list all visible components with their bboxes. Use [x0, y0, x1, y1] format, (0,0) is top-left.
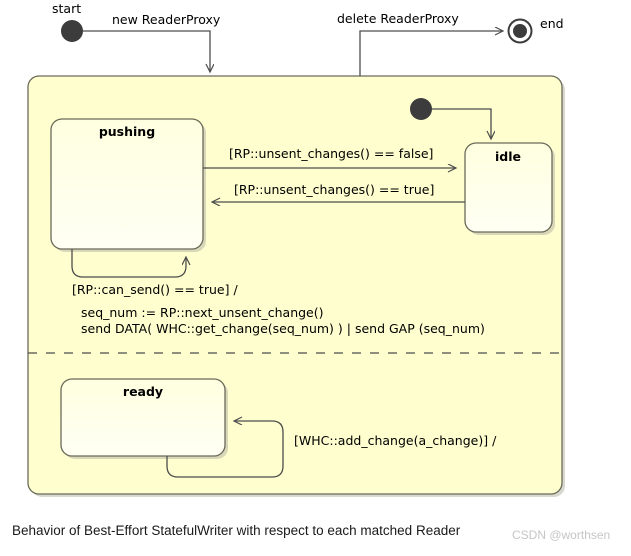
end-label: end: [540, 16, 564, 31]
transition-start-to-composite-label: new ReaderProxy: [112, 12, 221, 27]
transition-initial-to-idle[interactable]: [432, 108, 491, 139]
transition-pushing-self-loop-effect-2: send DATA( WHC::get_change(seq_num) ) | …: [81, 321, 485, 336]
transition-pushing-to-idle-label: [RP::unsent_changes() == false]: [229, 146, 433, 161]
start-pseudostate[interactable]: [61, 20, 83, 42]
state-ready-body: [60, 378, 226, 457]
transition-pushing-self-loop[interactable]: [71, 249, 186, 278]
state-ready[interactable]: [60, 378, 228, 459]
transition-initial-to-idle-line: [432, 108, 491, 139]
state-idle-body: [464, 142, 553, 233]
transition-composite-to-end-line: [359, 31, 503, 76]
transition-idle-to-pushing-label: [RP::unsent_changes() == true]: [234, 182, 434, 197]
end-node-inner-icon: [513, 24, 527, 38]
start-label: start: [52, 1, 81, 16]
state-ready-label: ready: [123, 384, 163, 399]
state-pushing-body: [50, 118, 204, 250]
transition-composite-to-end[interactable]: [359, 31, 503, 76]
transition-start-to-composite[interactable]: [83, 30, 210, 72]
state-pushing-label: pushing: [99, 124, 155, 139]
transition-ready-self-loop-label: [WHC::add_change(a_change)] /: [294, 433, 497, 448]
start-node-icon: [61, 20, 83, 42]
state-idle-label: idle: [495, 149, 521, 164]
transition-ready-self-loop-line: [166, 421, 284, 478]
inner-initial-pseudostate[interactable]: [410, 98, 432, 120]
diagram-caption: Behavior of Best-Effort StatefulWriter w…: [12, 523, 461, 538]
state-pushing[interactable]: [50, 118, 206, 252]
state-idle[interactable]: [464, 142, 555, 235]
watermark: CSDN @worthsen: [512, 528, 611, 542]
transition-composite-to-end-label: delete ReaderProxy: [337, 11, 459, 26]
transition-pushing-self-loop-line: [71, 249, 186, 278]
inner-initial-node-icon: [410, 98, 432, 120]
transition-ready-self-loop[interactable]: [166, 421, 284, 478]
transition-pushing-self-loop-guard: [RP::can_send() == true] /: [72, 282, 238, 297]
transition-start-to-composite-line: [83, 30, 210, 72]
transition-pushing-self-loop-effect-1: seq_num := RP::next_unsent_change(): [81, 305, 324, 320]
end-pseudostate[interactable]: [507, 18, 533, 44]
